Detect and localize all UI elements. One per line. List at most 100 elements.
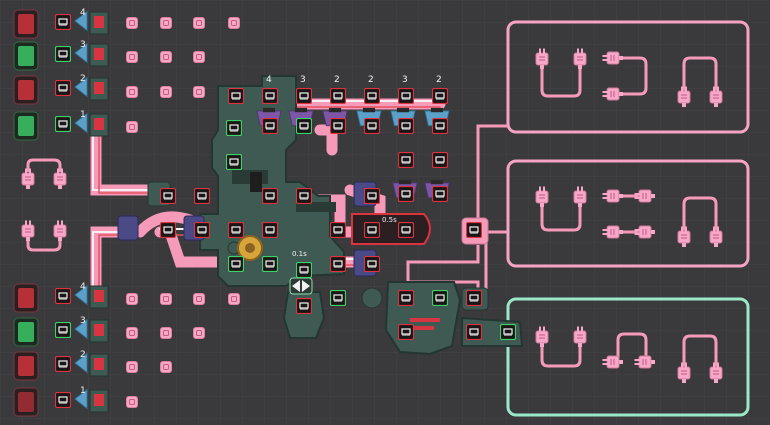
station-number: 1 <box>80 386 86 396</box>
spare-cable <box>26 158 62 252</box>
pad[interactable] <box>193 86 205 98</box>
chip-icon[interactable] <box>398 118 414 134</box>
chip-icon[interactable] <box>466 290 482 306</box>
chip-icon[interactable] <box>226 154 242 170</box>
input-station[interactable]: 1 <box>13 110 109 141</box>
chip-icon[interactable] <box>330 118 346 134</box>
chip-icon[interactable] <box>296 88 312 104</box>
chip-icon[interactable] <box>330 88 346 104</box>
chip-icon[interactable] <box>330 222 346 238</box>
chip-icon <box>55 14 71 30</box>
station-number: 2 <box>80 74 86 84</box>
rotator-number: 3 <box>300 75 306 85</box>
chip-icon[interactable] <box>432 118 448 134</box>
chip-icon[interactable] <box>398 152 414 168</box>
chip-icon[interactable] <box>364 222 380 238</box>
direction-arrow-icon[interactable] <box>289 277 313 295</box>
chip-icon[interactable] <box>228 222 244 238</box>
chip-icon[interactable] <box>432 88 448 104</box>
chip-icon[interactable] <box>466 222 482 238</box>
input-station[interactable]: 4 <box>13 282 109 313</box>
frame-1-cables <box>540 56 718 98</box>
chip-icon[interactable] <box>262 118 278 134</box>
rotator-number: 2 <box>368 75 374 85</box>
input-station[interactable]: 4 <box>13 8 109 39</box>
pad[interactable] <box>160 86 172 98</box>
pad[interactable] <box>126 396 138 408</box>
pad[interactable] <box>228 17 240 29</box>
chip-icon[interactable] <box>364 256 380 272</box>
chip-icon[interactable] <box>296 188 312 204</box>
chip-icon[interactable] <box>466 324 482 340</box>
chip-icon[interactable] <box>432 186 448 202</box>
chip-icon <box>55 116 71 132</box>
pad[interactable] <box>126 51 138 63</box>
frame-3-cables <box>540 332 718 370</box>
input-station[interactable]: 1 <box>13 386 109 417</box>
rotator-number: 2 <box>334 75 340 85</box>
chip-icon[interactable] <box>262 88 278 104</box>
chip-icon <box>55 80 71 96</box>
pad[interactable] <box>160 51 172 63</box>
chip-icon[interactable] <box>330 290 346 306</box>
pad[interactable] <box>126 361 138 373</box>
chip-icon[interactable] <box>398 88 414 104</box>
input-station[interactable]: 3 <box>13 40 109 71</box>
pad[interactable] <box>126 121 138 133</box>
pad[interactable] <box>126 17 138 29</box>
pad[interactable] <box>228 293 240 305</box>
pad[interactable] <box>193 327 205 339</box>
station-number: 3 <box>80 316 86 326</box>
chip-icon[interactable] <box>398 186 414 202</box>
station-number: 4 <box>80 282 86 292</box>
chip-icon[interactable] <box>262 222 278 238</box>
pad[interactable] <box>160 17 172 29</box>
chip-icon[interactable] <box>432 290 448 306</box>
output-frame-3-target <box>506 297 750 417</box>
timer-label: 0.5s <box>382 216 397 224</box>
chip-icon[interactable] <box>296 118 312 134</box>
gear-icon[interactable] <box>237 235 263 261</box>
chip-icon[interactable] <box>364 88 380 104</box>
chip-icon[interactable] <box>160 188 176 204</box>
chip-icon[interactable] <box>262 256 278 272</box>
pad[interactable] <box>126 86 138 98</box>
chip-icon[interactable] <box>500 324 516 340</box>
input-stations-top: 4 3 2 1 <box>13 8 109 141</box>
chip-icon[interactable] <box>228 88 244 104</box>
chip-icon[interactable] <box>398 222 414 238</box>
chip-icon[interactable] <box>398 290 414 306</box>
chip-icon[interactable] <box>296 298 312 314</box>
chip-icon[interactable] <box>194 222 210 238</box>
chip-icon[interactable] <box>364 118 380 134</box>
pad[interactable] <box>193 293 205 305</box>
pad[interactable] <box>160 293 172 305</box>
pad[interactable] <box>160 327 172 339</box>
input-station[interactable]: 3 <box>13 316 109 347</box>
chip-icon[interactable] <box>432 152 448 168</box>
rotator-number: 2 <box>436 75 442 85</box>
station-number: 3 <box>80 40 86 50</box>
chip-icon[interactable] <box>296 262 312 278</box>
pad[interactable] <box>193 51 205 63</box>
pad[interactable] <box>126 293 138 305</box>
pad[interactable] <box>193 17 205 29</box>
chip-icon[interactable] <box>160 222 176 238</box>
chip-icon[interactable] <box>262 188 278 204</box>
input-station[interactable]: 2 <box>13 74 109 105</box>
chip-icon[interactable] <box>226 120 242 136</box>
pad[interactable] <box>126 327 138 339</box>
rotator-number: 3 <box>402 75 408 85</box>
station-number: 2 <box>80 350 86 360</box>
chip-icon <box>55 356 71 372</box>
chip-icon[interactable] <box>364 188 380 204</box>
input-station[interactable]: 2 <box>13 350 109 381</box>
rotator-number: 4 <box>266 75 272 85</box>
chip-icon[interactable] <box>194 188 210 204</box>
pad[interactable] <box>160 361 172 373</box>
chip-icon[interactable] <box>228 256 244 272</box>
output-frame-1 <box>506 20 750 134</box>
chip-icon[interactable] <box>398 324 414 340</box>
chip-icon[interactable] <box>330 256 346 272</box>
